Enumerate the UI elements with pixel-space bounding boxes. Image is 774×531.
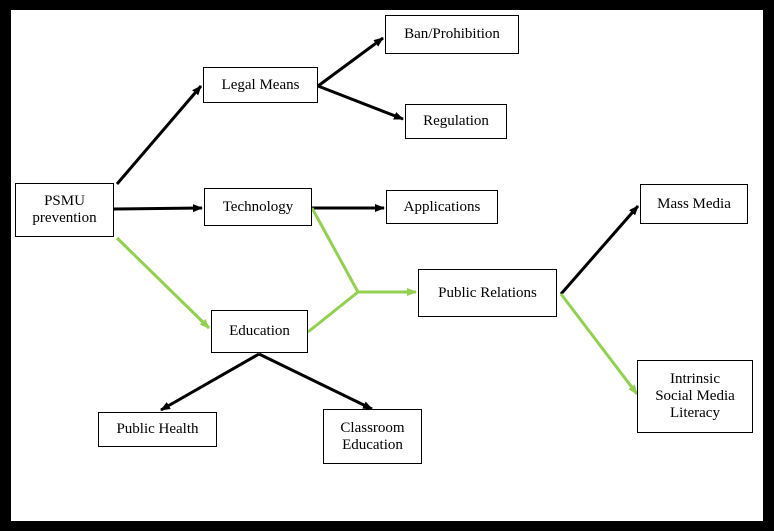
node-psmu-prevention: PSMU prevention: [15, 183, 114, 237]
node-education: Education: [211, 310, 308, 353]
node-technology: Technology: [204, 188, 312, 226]
edge-pr-mass-media: [559, 205, 640, 295]
node-applications: Applications: [386, 190, 498, 224]
edge-education-public-health: [160, 352, 260, 412]
edge-technology-junction: [310, 207, 360, 293]
node-intrinsic-social-media-literacy: Intrinsic Social Media Literacy: [637, 360, 753, 433]
node-mass-media: Mass Media: [640, 184, 748, 224]
edge-education-junction: [307, 290, 359, 334]
node-classroom-education: Classroom Education: [323, 409, 422, 464]
node-legal-means: Legal Means: [203, 67, 318, 103]
edge-psmu-legal-means: [115, 85, 203, 185]
edge-legal-regulation: [317, 84, 404, 121]
edge-legal-ban: [317, 36, 384, 88]
edge-education-classroom: [258, 352, 373, 411]
node-ban-prohibition: Ban/Prohibition: [385, 15, 519, 54]
edge-psmu-education: [115, 236, 211, 330]
node-public-health: Public Health: [98, 412, 217, 447]
edge-psmu-technology: [113, 204, 203, 213]
edge-pr-intrinsic-literacy: [559, 293, 639, 395]
node-regulation: Regulation: [405, 104, 507, 139]
node-public-relations: Public Relations: [418, 269, 557, 317]
